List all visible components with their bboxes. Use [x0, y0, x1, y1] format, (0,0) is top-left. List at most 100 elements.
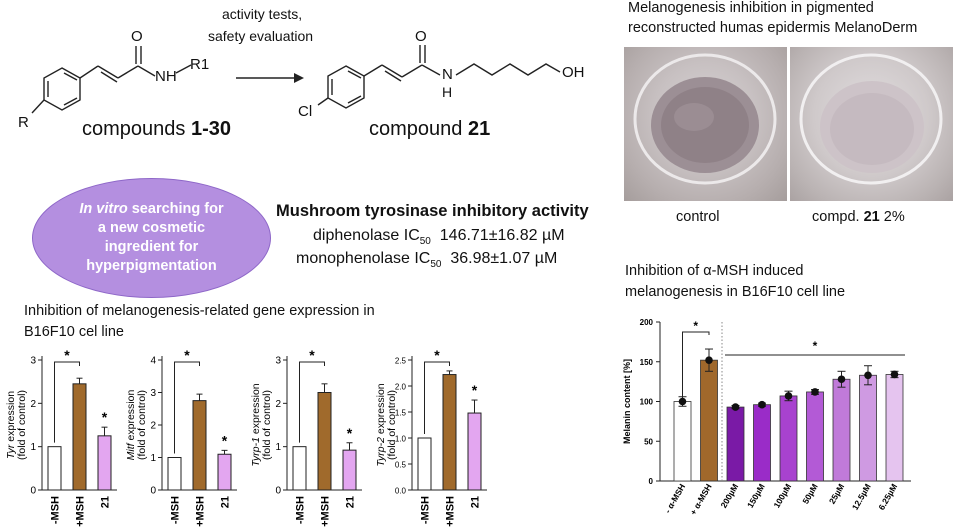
category-label: + α-MSH — [688, 482, 714, 517]
control-label: control — [676, 209, 720, 225]
bar — [417, 437, 432, 491]
y-tick-label: 3 — [30, 356, 36, 367]
scheme-atom-r: R — [18, 114, 29, 131]
y-tick-label: 0.0 — [395, 487, 407, 496]
bar — [700, 359, 718, 482]
bar — [47, 446, 62, 491]
scheme-atom-o-right: O — [415, 28, 427, 45]
y-tick-label: 4 — [150, 356, 156, 367]
scheme-atom-o-left: O — [131, 28, 143, 45]
y-tick-label: 3 — [150, 388, 156, 399]
bar — [72, 383, 87, 491]
y-tick-label: 0 — [150, 486, 156, 497]
mean-point — [784, 392, 793, 400]
y-axis-label-line2: (fold of control) — [386, 390, 398, 460]
scheme-atom-nh-left: NH — [155, 68, 177, 85]
bar — [342, 449, 357, 491]
group-star: * — [813, 339, 818, 353]
bar — [832, 378, 851, 482]
y-axis-label: Tyr expression — [5, 391, 17, 459]
bracket-star: * — [64, 347, 70, 363]
category-label: 150µM — [745, 482, 767, 510]
y-tick-label: 100 — [640, 398, 654, 407]
y-tick-label: 1 — [30, 442, 36, 453]
y-tick-label: 2.5 — [395, 357, 407, 366]
scheme-atom-r1: R1 — [190, 56, 210, 73]
y-tick-label: 3 — [275, 356, 281, 367]
bar — [859, 374, 877, 482]
significance-bracket — [54, 361, 80, 443]
scheme-atom-n-right: N — [442, 66, 453, 83]
y-axis-label-rest: expression — [250, 383, 262, 437]
category-label: 21 — [470, 496, 482, 508]
category-label: 21 — [220, 496, 232, 508]
y-tick-label: 1 — [275, 442, 281, 453]
category-label: -MSH — [295, 496, 307, 524]
y-tick-label: 0 — [275, 486, 281, 497]
scheme-arrow-label-2: safety evaluation — [208, 28, 314, 44]
y-axis-label: Tyrp-1 expression — [250, 383, 262, 466]
bracket-star: * — [434, 347, 440, 363]
y-axis-label-gene: Tyr — [5, 444, 17, 459]
treated-dish-icon — [799, 53, 943, 185]
category-label: -MSH — [420, 496, 432, 524]
y-tick-label: 0 — [30, 486, 36, 497]
category-label: 200µM — [718, 482, 740, 510]
category-label: 6.25µM — [876, 482, 899, 512]
bar — [779, 395, 798, 482]
treated-photo — [790, 47, 953, 201]
bar — [806, 391, 824, 482]
significance-star: * — [102, 409, 108, 425]
y-tick-label: 2.0 — [395, 383, 407, 392]
y-axis-label-line2: (fold of control) — [136, 390, 148, 460]
category-label: +MSH — [320, 496, 332, 527]
scheme-atom-cl: Cl — [298, 103, 313, 120]
category-label: 25µM — [827, 482, 846, 506]
scheme-r1-bond — [175, 64, 192, 74]
bar — [97, 435, 112, 491]
aim-ellipse: In vitro searching for a new cosmetic in… — [32, 178, 271, 298]
category-label: 12.5µM — [850, 482, 873, 512]
ellipse-line-1: In vitro searching for — [79, 201, 224, 217]
category-label: -MSH — [170, 496, 182, 524]
y-axis-label: Mitf expression — [125, 390, 137, 461]
bar — [753, 404, 771, 482]
y-axis-label: Melanin content [%] — [622, 359, 632, 444]
y-axis-label-gene: Mitf — [125, 442, 137, 460]
mean-point — [758, 400, 766, 409]
bar — [442, 374, 457, 491]
ellipse-line-2: a new cosmetic — [97, 220, 206, 236]
melanin-section-title-1: Inhibition of α-MSH induced — [625, 263, 804, 279]
y-axis-label-line2: (fold of control) — [261, 390, 273, 460]
scheme-atom-oh: OH — [562, 64, 585, 81]
y-axis-label-gene: Tyrp-2 — [375, 437, 387, 467]
y-tick-label: 50 — [644, 437, 653, 446]
y-tick-label: 2 — [275, 399, 281, 410]
significance-bracket — [299, 361, 325, 443]
ellipse-line-4: hyperpigmentation — [86, 258, 217, 274]
bar — [292, 446, 307, 491]
gene-section-title-2: B16F10 cel line — [24, 324, 124, 340]
y-tick-label: 1 — [150, 453, 156, 464]
significance-bracket — [174, 361, 200, 454]
y-tick-label: 0 — [649, 477, 654, 486]
category-label: -MSH — [50, 496, 62, 524]
bar — [673, 401, 692, 482]
significance-bracket — [424, 361, 450, 434]
y-tick-label: 150 — [640, 358, 654, 367]
category-label: 50µM — [800, 482, 819, 506]
y-tick-label: 200 — [640, 318, 654, 327]
y-tick-label: 1.5 — [395, 409, 407, 418]
scheme-arrow-label-1: activity tests, — [222, 6, 303, 22]
mean-point — [811, 388, 819, 396]
right-compound-caption: compound 21 — [369, 118, 491, 140]
mean-point — [864, 371, 872, 380]
y-axis-label: Tyrp-2 expression — [375, 383, 387, 466]
significance-star: * — [347, 425, 353, 441]
bracket-star: * — [309, 347, 315, 363]
category-label: 21 — [100, 496, 112, 508]
left-compound-caption: compounds 1-30 — [82, 118, 231, 140]
